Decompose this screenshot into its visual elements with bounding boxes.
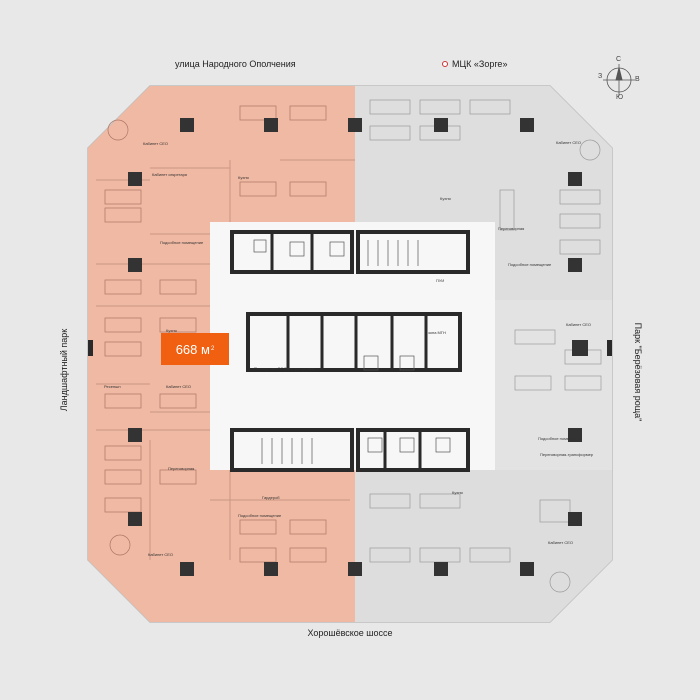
park-label-left: Ландшафтный парк	[59, 328, 69, 412]
unit-east	[495, 300, 612, 470]
room-label-ceo-3: Кабинет CEO	[148, 552, 173, 557]
room-label-kitchen-4: Кухня	[452, 490, 463, 495]
other-units-furniture	[369, 99, 602, 593]
unit-area-unit-power: 2	[210, 346, 215, 352]
unit-area-value: 668	[175, 341, 198, 357]
room-label-transformer: Переговорная-трансформер	[540, 452, 594, 457]
compass: С Ю З В	[598, 56, 640, 102]
room-label-mgn: зона МГН	[428, 330, 446, 335]
metro-marker-icon	[442, 61, 448, 67]
room-label-utility-small: Подсобное помещение	[508, 262, 552, 267]
compass-north: С	[616, 56, 622, 63]
room-label-ceo-2: Кабинет CEO	[166, 384, 191, 389]
room-label-ceo: Кабинет CEO	[143, 141, 168, 146]
room-label-wardrobe-2: Гардероб	[262, 495, 280, 500]
room-label-kitchen: Кухня	[238, 175, 249, 180]
room-label-secretary: Кабинет секретаря	[152, 172, 187, 177]
compass-west: З	[598, 73, 603, 80]
unit-northeast	[355, 86, 612, 300]
metro-label: МЦК «Зорге»	[442, 59, 507, 69]
building-core	[210, 222, 495, 472]
room-label-electrical: Электрощитовая	[284, 366, 316, 371]
room-label-utility: Подсобное помещение	[160, 240, 204, 245]
street-label-top: улица Народного Ополчения	[175, 59, 296, 69]
compass-icon	[603, 64, 635, 96]
columns	[128, 118, 588, 576]
room-label-reception: Ресепшн	[104, 384, 121, 389]
unit-area-unit: м	[201, 341, 210, 357]
room-label-ceo-4: Кабинет CEO	[566, 322, 591, 327]
park-label-right: Парк "Берёзовая роща"	[633, 322, 643, 422]
selected-unit-furniture	[104, 105, 327, 563]
room-label-utility-3: Подсобное помещение	[538, 436, 582, 441]
facade-markers	[88, 340, 612, 356]
room-label-pum: ПУИ	[436, 278, 445, 283]
selected-unit-partitions	[96, 159, 355, 560]
room-label-room-cc: Помещение СС	[254, 366, 284, 371]
room-label-ceo-office-east: Кабинет CEO	[548, 540, 573, 545]
unit-southeast	[355, 470, 612, 622]
compass-south: Ю	[616, 94, 624, 101]
room-label-kitchen-3: Кухня	[440, 196, 451, 201]
metro-name: МЦК «Зорге»	[452, 59, 508, 69]
compass-east: В	[635, 76, 640, 83]
room-label-ceo-vip: Кабинет CEO	[556, 140, 581, 145]
selected-unit-area[interactable]	[88, 86, 355, 622]
room-label-meeting: Переговорная	[168, 466, 195, 471]
room-label-utility-2: Подсобное помещение	[238, 513, 282, 518]
street-label-bottom: Хорошёвское шоссе	[307, 628, 393, 638]
room-label-meeting-2: Переговорная	[498, 226, 525, 231]
room-label-kitchen-2: Кухня	[166, 328, 177, 333]
